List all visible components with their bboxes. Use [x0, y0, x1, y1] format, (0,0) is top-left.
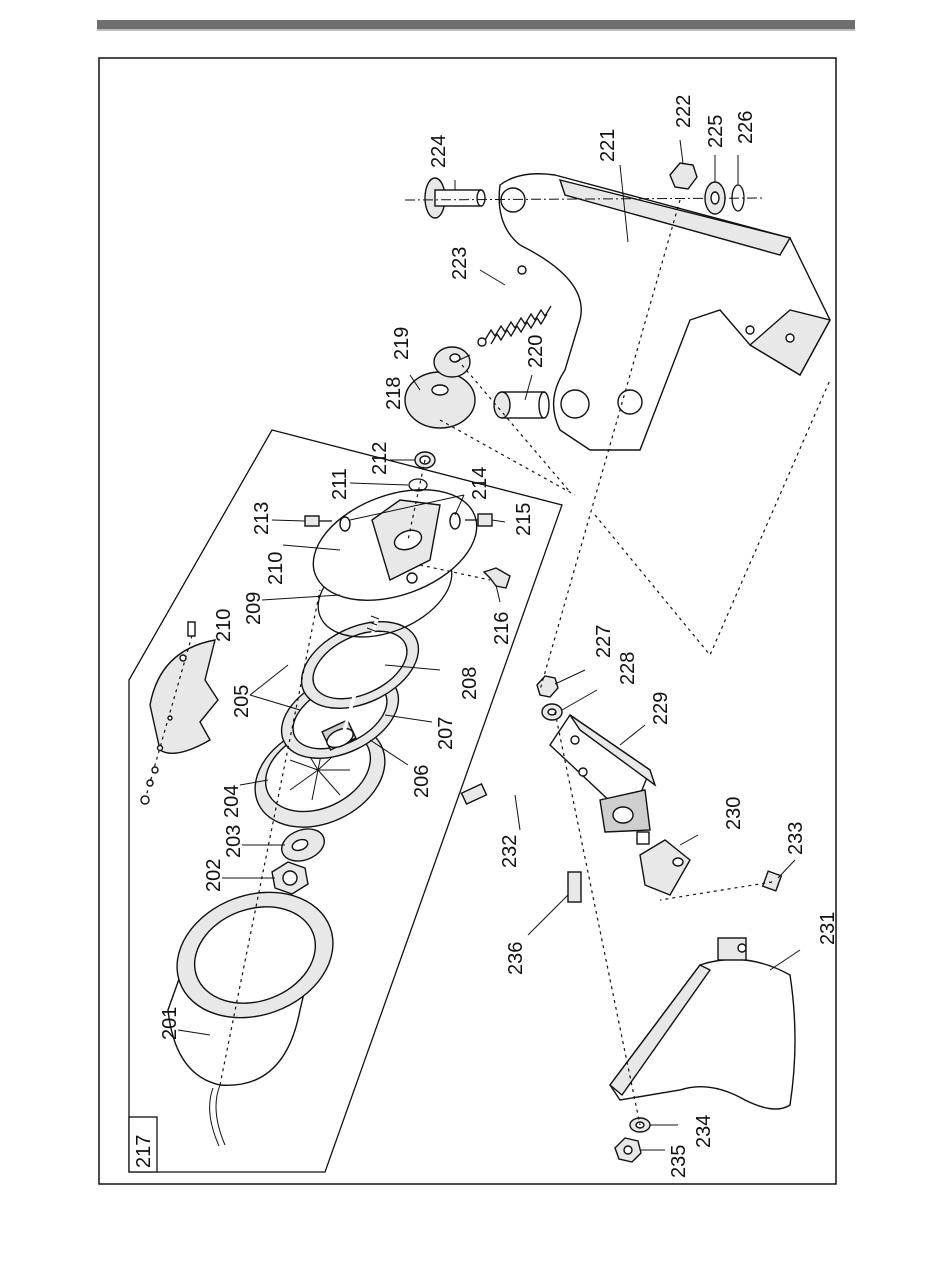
part-223-spring	[478, 266, 551, 346]
label-212: 212	[369, 442, 391, 475]
label-227: 227	[593, 625, 615, 658]
label-209: 209	[243, 592, 265, 625]
label-226: 226	[735, 111, 757, 144]
part-225-washer	[705, 182, 725, 214]
label-219: 219	[391, 327, 413, 360]
label-202: 202	[203, 859, 225, 892]
header-rule-shadow	[97, 29, 855, 31]
label-201: 201	[159, 1007, 181, 1040]
label-233: 233	[785, 822, 807, 855]
part-219-cap	[434, 347, 470, 377]
part-218-disc	[405, 372, 475, 428]
part-210-cover	[298, 469, 492, 621]
part-216-elbow	[484, 568, 510, 588]
part-202-nut	[272, 862, 308, 894]
header-rule	[97, 20, 855, 29]
part-227-nut	[537, 676, 558, 697]
label-218: 218	[383, 377, 405, 410]
part-233-bolt	[750, 871, 781, 930]
label-231: 231	[817, 912, 839, 945]
label-230: 230	[723, 797, 745, 830]
label-225: 225	[705, 115, 727, 148]
part-228-washer	[542, 704, 562, 720]
label-210b: 210	[213, 609, 235, 642]
part-232-handle	[461, 780, 580, 804]
label-214: 214	[469, 467, 491, 500]
label-235: 235	[668, 1145, 690, 1178]
part-205-rings	[268, 604, 433, 775]
part-229-block	[550, 715, 655, 832]
label-221: 221	[597, 129, 619, 162]
label-211: 211	[329, 468, 351, 500]
label-203: 203	[223, 825, 245, 858]
label-206: 206	[411, 765, 433, 798]
label-223: 223	[449, 247, 471, 280]
label-207: 207	[435, 717, 457, 750]
part-222-nut	[670, 163, 697, 189]
label-217: 217	[133, 1135, 155, 1168]
label-208: 208	[459, 667, 481, 700]
label-222: 222	[673, 95, 695, 128]
part-214-washer	[450, 513, 460, 529]
label-232: 232	[499, 835, 521, 868]
label-224: 224	[428, 135, 450, 168]
part-235-nut	[615, 1138, 641, 1162]
label-204: 204	[221, 785, 243, 818]
label-210: 210	[265, 552, 287, 585]
part-220-sleeve	[494, 392, 549, 418]
part-213-screw	[305, 516, 350, 531]
label-236: 236	[505, 942, 527, 975]
label-228: 228	[617, 652, 639, 685]
label-234: 234	[693, 1115, 715, 1148]
label-229: 229	[650, 692, 672, 725]
label-220: 220	[525, 335, 547, 368]
label-215: 215	[513, 503, 535, 536]
part-210-cutaway	[141, 622, 218, 804]
label-216: 216	[491, 612, 513, 645]
label-213: 213	[251, 502, 273, 535]
label-205: 205	[231, 685, 253, 718]
part-230-fitting	[637, 832, 690, 895]
part-231-pedal	[610, 938, 795, 1109]
